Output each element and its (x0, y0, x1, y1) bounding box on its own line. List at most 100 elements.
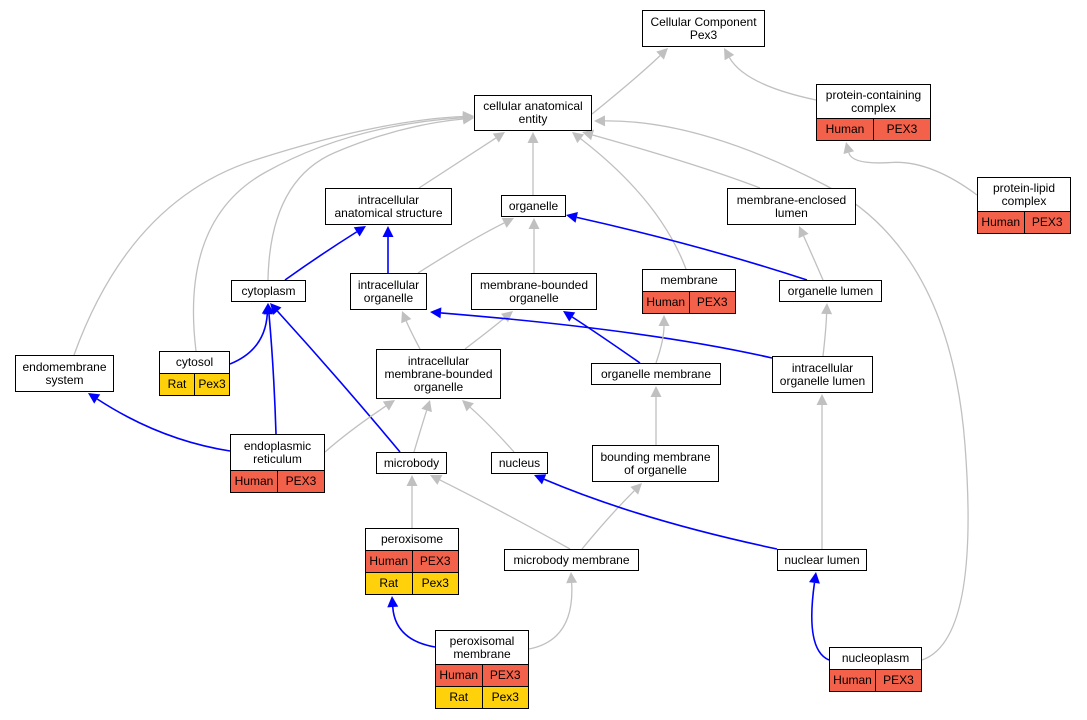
annotation-gene: PEX3 (277, 471, 324, 492)
edge-arrowhead (821, 303, 833, 315)
edge-cytoplasm-to-cae (267, 118, 464, 281)
annotation-gene: PEX3 (688, 292, 736, 313)
node-label: membrane-enclosed lumen (736, 192, 847, 220)
edge-arrowhead (594, 115, 606, 127)
edge-microbody-to-cytoplasm (276, 310, 401, 453)
annotation-gene: PEX3 (411, 551, 459, 572)
edge-arrowhead (816, 394, 828, 405)
node-endomembrane-system[interactable]: endomembrane system (15, 355, 114, 392)
node-label: bounding membrane of organelle (600, 449, 711, 477)
edge-plc-to-pcc (848, 152, 978, 196)
node-endoplasmic-reticulum[interactable]: endoplasmic reticulum Human PEX3 (230, 434, 325, 493)
edge-arrowhead (658, 315, 670, 326)
node-intracellular-membrane-bounded-organelle[interactable]: intracellular membrane-bounded organelle (376, 349, 501, 399)
annotation-species: Human (646, 295, 686, 309)
node-protein-lipid-complex[interactable]: protein-lipid complex Human PEX3 (977, 177, 1071, 234)
node-label: nucleus (498, 455, 541, 470)
node-microbody[interactable]: microbody (376, 452, 447, 474)
node-label: microbody (383, 455, 440, 470)
node-label: membrane (660, 273, 718, 287)
edge-arrowhead (809, 572, 820, 584)
node-protein-containing-complex[interactable]: protein-containing complex Human PEX3 (816, 84, 931, 141)
edge-arrowhead (430, 307, 442, 319)
edge-nucleus-to-imbo (469, 406, 515, 453)
edge-arrowhead (421, 400, 432, 413)
node-membrane[interactable]: membrane Human PEX3 (642, 269, 736, 314)
edge-arrowhead (563, 311, 576, 322)
node-membrane-enclosed-lumen[interactable]: membrane-enclosed lumen (727, 188, 856, 225)
annotation-row-human: Human PEX3 (436, 664, 528, 686)
edge-arrowhead (843, 142, 855, 155)
node-cellular-anatomical-entity[interactable]: cellular anatomical entity (474, 95, 592, 131)
edge-arrowhead (650, 386, 662, 397)
annotation-species: Rat (167, 377, 187, 391)
node-label: peroxisomal membrane (449, 633, 515, 661)
edge-er-to-cytoplasm (268, 313, 277, 435)
annotation-row-human: Human PEX3 (817, 118, 930, 140)
annotation-gene: Pex3 (194, 374, 229, 395)
edge-arrowhead (501, 218, 514, 228)
node-peroxisomal-membrane[interactable]: peroxisomal membrane Human PEX3 Rat Pex3 (435, 630, 529, 709)
edge-arrowhead (382, 226, 394, 237)
node-label: membrane-bounded organelle (479, 277, 589, 305)
edge-arrowhead (566, 572, 578, 584)
annotation-row-human: Human PEX3 (231, 470, 324, 492)
annotation-species: Human (439, 668, 479, 682)
edge-arrowhead (582, 129, 595, 141)
edge-arrowhead (401, 311, 412, 324)
edge-arrowhead (798, 226, 809, 239)
node-label: endomembrane system (22, 359, 107, 387)
annotation-row-human: Human PEX3 (366, 550, 458, 572)
node-label: endoplasmic reticulum (243, 438, 312, 466)
edge-er-to-ems (96, 398, 231, 452)
edge-arrowhead (263, 303, 275, 315)
edge-arrowhead (566, 212, 578, 223)
edge-pm-to-mm (528, 582, 573, 650)
node-label: cytoplasm (241, 283, 296, 298)
node-nuclear-lumen[interactable]: nuclear lumen (777, 549, 867, 571)
annotation-row-human: Human PEX3 (978, 211, 1070, 233)
edge-arrowhead (501, 311, 513, 323)
node-intracellular-anatomical-structure[interactable]: intracellular anatomical structure (325, 188, 452, 225)
node-label: protein-lipid complex (992, 180, 1056, 208)
edge-ol-to-organelle (576, 216, 808, 281)
node-organelle-lumen[interactable]: organelle lumen (779, 280, 882, 302)
edge-arrowhead (724, 48, 735, 61)
node-label: intracellular organelle (357, 277, 420, 305)
node-label: organelle (508, 198, 559, 213)
edge-arrowhead (270, 303, 282, 315)
annotation-row-rat: Rat Pex3 (436, 686, 528, 708)
node-cytosol[interactable]: cytosol Rat Pex3 (159, 351, 230, 396)
annotation-gene: PEX3 (1023, 212, 1071, 233)
annotation-species: Human (825, 122, 865, 136)
node-cellular-component[interactable]: Cellular Component Pex3 (642, 10, 765, 47)
node-organelle[interactable]: organelle (501, 195, 566, 217)
edge-arrowhead (492, 132, 505, 143)
edge-pcc-to-root (728, 57, 817, 101)
node-nucleoplasm[interactable]: nucleoplasm Human PEX3 (829, 647, 922, 692)
edge-arrowhead (387, 596, 399, 608)
node-label: intracellular membrane-bounded organelle (384, 353, 493, 394)
node-bounding-membrane-of-organelle[interactable]: bounding membrane of organelle (592, 445, 719, 482)
node-intracellular-organelle-lumen[interactable]: intracellular organelle lumen (772, 356, 873, 393)
node-nucleus[interactable]: nucleus (491, 452, 548, 474)
edge-cytoplasm-to-ias (284, 231, 358, 281)
node-organelle-membrane[interactable]: organelle membrane (591, 363, 721, 385)
edge-cytosol-to-cae (192, 117, 464, 352)
edge-arrowhead (406, 475, 418, 486)
node-microbody-membrane[interactable]: microbody membrane (504, 549, 639, 571)
annotation-gene: Pex3 (411, 573, 459, 594)
edge-pm-to-peroxisome (391, 606, 436, 648)
node-peroxisome[interactable]: peroxisome Human PEX3 Rat Pex3 (365, 528, 459, 595)
edge-imbo-to-io (405, 320, 421, 350)
edge-ems-to-cae (73, 115, 464, 356)
node-membrane-bounded-organelle[interactable]: membrane-bounded organelle (471, 273, 597, 310)
node-cytoplasm[interactable]: cytoplasm (231, 280, 306, 302)
edge-iol-to-io (440, 312, 773, 359)
node-intracellular-organelle[interactable]: intracellular organelle (350, 273, 427, 310)
edge-cae-to-root (591, 55, 661, 115)
node-label: protein-containing complex (825, 87, 922, 115)
node-label: nuclear lumen (784, 552, 860, 567)
